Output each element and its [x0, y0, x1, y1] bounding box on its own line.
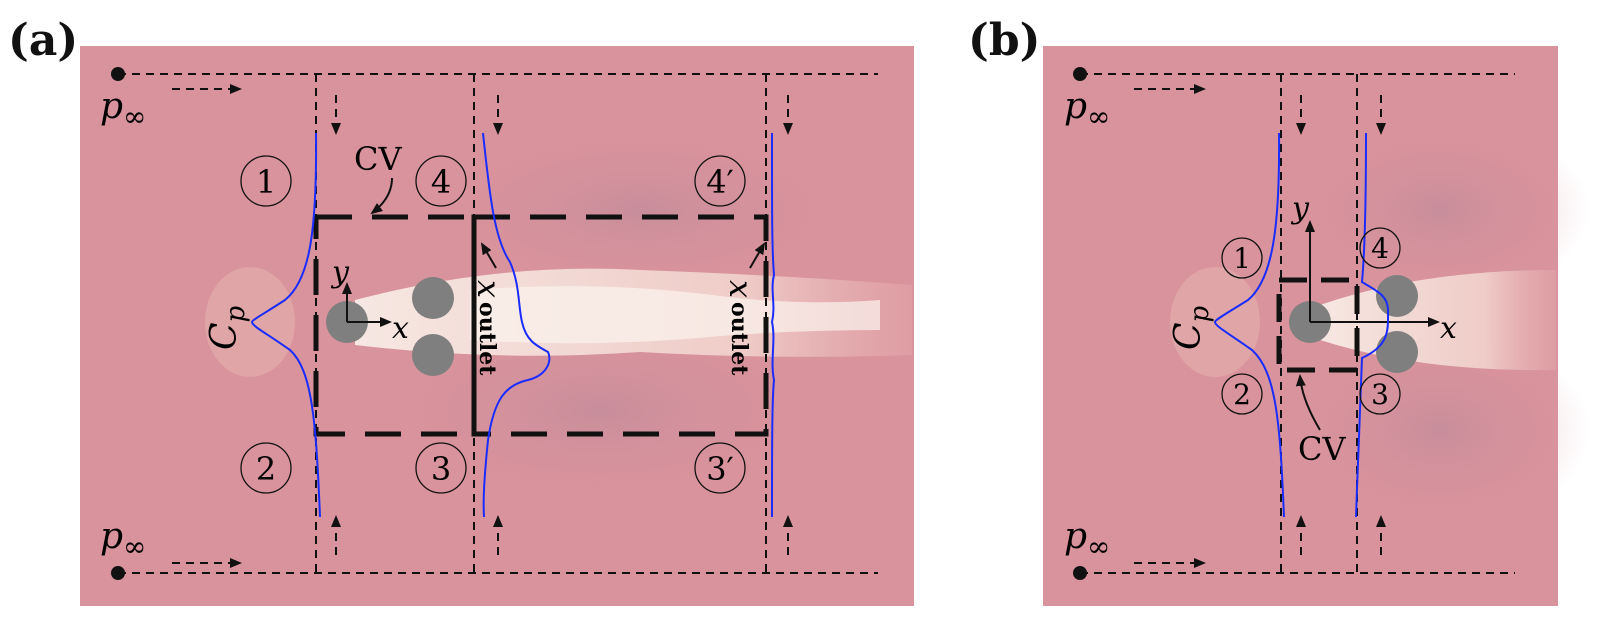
region-3-circle: [415, 442, 467, 494]
cylinder-downstream-lower: [412, 334, 454, 376]
stagnation-region: [205, 267, 295, 377]
p-inf-label-bottom: p∞: [100, 516, 146, 563]
x-axis-label: x: [392, 311, 409, 346]
outlet-pointer-1: [480, 242, 497, 269]
cp-label-b: Cp: [1168, 305, 1215, 350]
x-axis-label-b: x: [1440, 311, 1457, 346]
panel-b-label: (b): [968, 15, 1040, 66]
cv-label-b: CV: [1298, 430, 1346, 468]
y-axis-label-b: y: [1290, 191, 1310, 226]
cp-curve-1-b: [1213, 132, 1285, 518]
cp-curve-2: [482, 132, 551, 518]
control-volume-extended: [471, 214, 769, 437]
region-1-label: 1: [256, 163, 276, 201]
cp-curve-3: [770, 132, 776, 518]
region-2-label: 2: [256, 450, 276, 488]
region-3-label: 3: [431, 450, 451, 488]
pressure-lobe-lower: [360, 310, 840, 510]
region-2-circle-b: [1221, 373, 1263, 415]
outlet-label-2: xoutlet: [722, 280, 760, 376]
p-inf-label-bottom-b: p∞: [1064, 516, 1110, 563]
p-inf-point-top: [111, 67, 125, 81]
panel-a: (a) p∞ p∞: [8, 15, 914, 606]
cylinder-downstream-lower-b: [1376, 331, 1418, 373]
region-4-circle-b: [1359, 227, 1401, 269]
cylinder-downstream-upper: [412, 277, 454, 319]
region-2-label-b: 2: [1233, 378, 1251, 411]
region-3-label-b: 3: [1371, 378, 1389, 411]
wake-core: [470, 286, 880, 344]
region-4-label: 4: [431, 163, 451, 201]
region-1-circle-b: [1221, 237, 1263, 279]
control-volume-inner: [313, 214, 477, 437]
cv-pointer-arrow: [370, 177, 393, 215]
region-2-circle: [240, 442, 292, 494]
region-4prime-label: 4′: [706, 163, 734, 201]
region-3prime-circle: [694, 442, 746, 494]
cp-label: Cp: [204, 305, 251, 350]
p-inf-point-bottom-b: [1073, 566, 1087, 580]
cylinder-downstream-upper-b: [1376, 275, 1418, 317]
y-axis-label: y: [330, 255, 350, 290]
cv-pointer-arrow-b: [1295, 374, 1321, 431]
outlet-label-1: xoutlet: [470, 280, 508, 376]
panel-b: (b) p∞ p∞ y x Cp: [968, 15, 1590, 606]
region-3prime-label: 3′: [706, 450, 734, 488]
region-4prime-circle: [694, 155, 746, 207]
region-4-circle: [415, 155, 467, 207]
p-inf-point-bottom: [111, 566, 125, 580]
region-4-label-b: 4: [1371, 232, 1389, 265]
cv-label: CV: [354, 140, 402, 178]
outlet-pointer-2: [749, 242, 766, 269]
cp-curve-1: [250, 132, 321, 518]
p-inf-label-top: p∞: [100, 86, 146, 133]
region-3-circle-b: [1359, 373, 1401, 415]
region-1-circle: [240, 155, 292, 207]
region-1-label-b: 1: [1233, 242, 1251, 275]
panel-a-label: (a): [8, 15, 78, 66]
p-inf-label-top-b: p∞: [1064, 86, 1110, 133]
cp-curve-2-b: [1355, 132, 1390, 518]
p-inf-point-top-b: [1073, 67, 1087, 81]
